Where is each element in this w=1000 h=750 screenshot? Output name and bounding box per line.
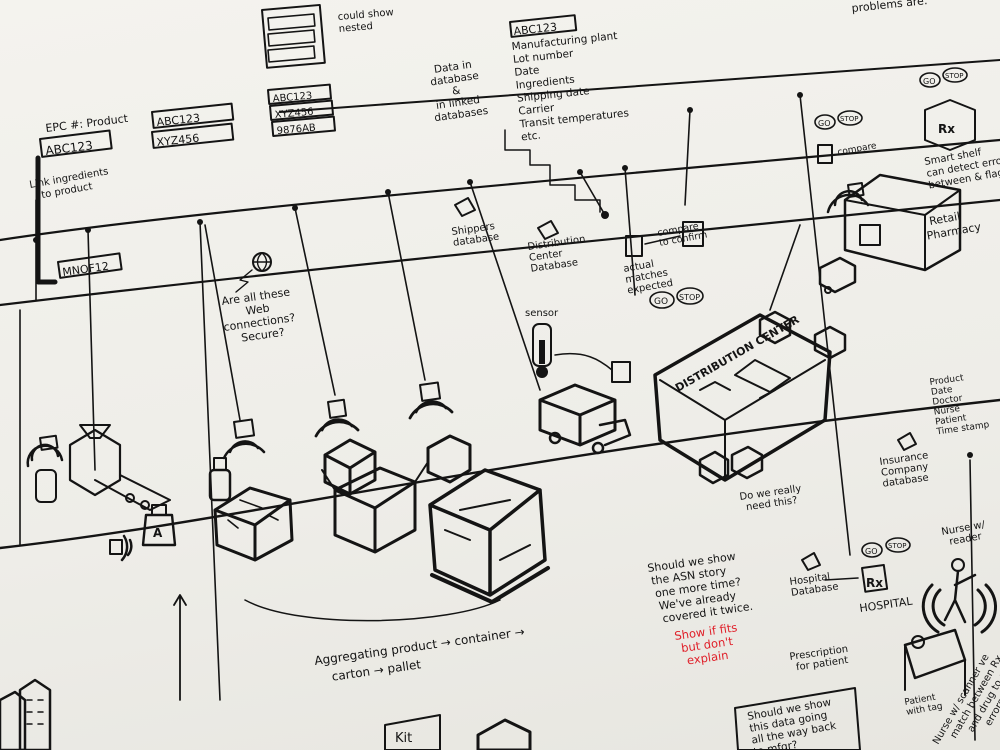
nurse-scanner-note: Nurse w/ scanner ve match between Rx and… xyxy=(931,640,1000,750)
distribution-center-database: Distribution Center Database xyxy=(527,220,593,275)
svg-text:Rx: Rx xyxy=(938,122,955,136)
epc-tag-value: ABC123 xyxy=(45,138,94,158)
problems-note: problems are: xyxy=(851,0,928,15)
svg-text:A: A xyxy=(153,526,163,540)
svg-text:Smart shelf can detect e: Smart shelf can detect error between & f… xyxy=(924,143,1000,192)
smart-shelf-block: GO STOP Rx Smart shelf can detect error … xyxy=(919,67,1000,192)
middle-data-rail xyxy=(0,198,1000,307)
delivery-truck-icon xyxy=(818,256,857,294)
nested-tag-c: 9876AB xyxy=(276,123,316,137)
tag-pair-b: XYZ456 xyxy=(156,132,200,149)
truck-icon xyxy=(538,383,632,455)
compare-block: compare to confirm actual matches expect… xyxy=(623,220,709,309)
product-flow-rail xyxy=(0,398,1000,550)
product-record: ABC123 Manufacturing plant Lot number Da… xyxy=(509,14,634,143)
record-tag: ABC123 xyxy=(513,21,558,38)
svg-text:STOP: STOP xyxy=(945,72,963,80)
epc-tag-group: EPC #: Product ABC123 xyxy=(38,112,130,158)
svg-text:Distribution Center: Distribution Center Database xyxy=(527,234,593,275)
epc-label: EPC #: Product xyxy=(45,112,130,135)
hospital-label: HOSPITAL xyxy=(859,595,914,615)
upward-arrow xyxy=(173,594,187,701)
kit-box: Kit xyxy=(384,714,532,750)
manufacturing-machine-icon xyxy=(26,424,171,511)
factory-buildings-icon xyxy=(0,678,52,750)
aggregation-brace xyxy=(244,599,501,622)
staircase-connector xyxy=(504,129,601,213)
bottle-with-tag-icon: A xyxy=(109,504,177,562)
ingredient-tag-value: MNOF12 xyxy=(62,260,110,279)
ingredient-tag: MNOF12 xyxy=(57,252,123,279)
could-show-nested-note: could show nested xyxy=(337,7,398,35)
pallet-reader-icon xyxy=(408,381,454,420)
carton-reader-icon xyxy=(314,398,360,438)
nested-tag-a: ABC123 xyxy=(272,91,312,105)
sensor-label: sensor xyxy=(525,308,559,319)
svg-text:Shippers database: Shippers database xyxy=(451,221,500,249)
svg-text:actual matches exp: actual matches expected xyxy=(623,256,674,297)
svg-text:GO: GO xyxy=(818,119,831,128)
insurance-database: Insurance Company database Product Date … xyxy=(879,371,990,490)
nested-tag-b: XYZ456 xyxy=(274,107,314,121)
distribution-center-building: DISTRIBUTION CENTER xyxy=(653,310,847,485)
epc-bracket xyxy=(35,155,58,285)
svg-text:Prescription for patient: Prescription for patient xyxy=(789,643,854,673)
aggregating-note: Aggregating product → container → carton… xyxy=(313,624,531,686)
top-data-rail xyxy=(279,59,1000,113)
junction-dots xyxy=(33,92,973,458)
svg-text:STOP: STOP xyxy=(840,115,858,123)
kit-label: Kit xyxy=(395,731,412,746)
nested-tag-stack: could show nested ABC123 XYZ456 9876AB xyxy=(261,3,398,137)
insurance-field-list: Product Date Doctor Nurse Patient Time s… xyxy=(928,371,990,438)
container-box-icon xyxy=(213,486,294,562)
asn-story-note: Should we show the ASN story one more ti… xyxy=(647,548,754,626)
vertical-connectors xyxy=(19,94,976,741)
svg-text:STOP: STOP xyxy=(888,542,906,550)
upper-data-rail xyxy=(0,138,1000,242)
go-badge: GO xyxy=(654,297,668,307)
show-if-fits-note: Show if fits but don't explain xyxy=(673,620,745,669)
svg-text:compare to confirm: compare to confirm xyxy=(657,220,709,249)
shippers-database: Shippers database xyxy=(451,197,500,249)
svg-text:Hospital Database: Hospital Database xyxy=(789,570,839,598)
web-connections-note: Are all these Web connections? Secure? xyxy=(219,285,301,347)
svg-text:Insurance Company: Insurance Company database xyxy=(879,450,935,490)
record-field-list: Manufacturing plant Lot number Date Ingr… xyxy=(510,29,634,143)
svg-text:Nurse w/ reader: Nurse w/ reader xyxy=(941,519,991,549)
svg-text:compare: compare xyxy=(837,141,878,158)
nurse-reader-figure: Nurse w/ reader xyxy=(921,519,997,634)
reader-antenna-icon xyxy=(222,418,266,460)
rx-label: Rx xyxy=(866,576,883,590)
pallet-icon xyxy=(426,434,550,604)
bottle-icon xyxy=(208,457,232,502)
carton-icon xyxy=(321,438,429,554)
svg-text:GO: GO xyxy=(923,77,936,86)
tag-pair: ABC123 XYZ456 xyxy=(150,102,235,149)
svg-text:Patient with tag: Patient with tag xyxy=(904,692,944,718)
link-ingredients-note: Link ingredients to product xyxy=(29,166,115,203)
globe-icon xyxy=(235,252,272,293)
stop-badge: STOP xyxy=(679,293,700,302)
show-data-back-note: Should we show this data going all the w… xyxy=(734,687,861,750)
svg-text:GO: GO xyxy=(865,547,878,556)
thermometer-icon: sensor xyxy=(525,308,631,383)
tag-pair-a: ABC123 xyxy=(156,112,201,129)
hospital-block: Hospital Database Rx HOSPITAL GO STOP Pr… xyxy=(789,537,914,673)
retail-pharmacy-building: Retail Pharmacy xyxy=(826,173,982,272)
do-we-need-note: Do we really need this? xyxy=(739,483,807,514)
data-in-database-note: Data in database & in linked databases xyxy=(427,57,489,124)
retail-pharmacy-label: Retail Pharmacy xyxy=(923,206,982,242)
